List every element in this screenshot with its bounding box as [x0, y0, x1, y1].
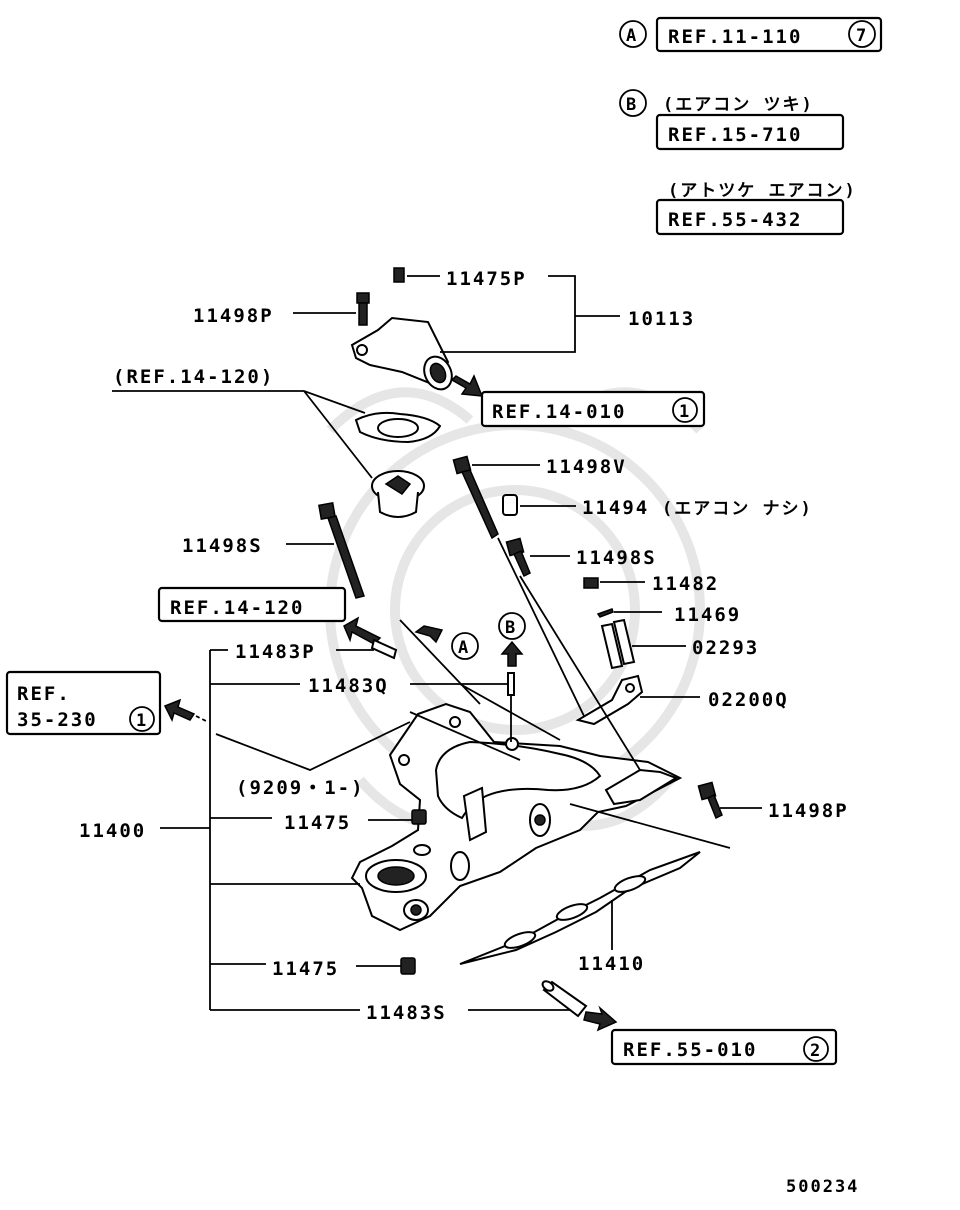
pipe-11483S — [541, 980, 588, 1018]
ref-35-230-line2: 35-230 — [17, 709, 98, 731]
bolt-11498S-left — [318, 502, 365, 599]
label-11483P: 11483P — [235, 641, 316, 663]
pin-11483Q — [507, 672, 515, 696]
marker-b-main: B — [505, 618, 517, 638]
bolt-11498P-right — [697, 781, 723, 820]
bracket-11400 — [160, 649, 360, 1011]
ref-35-230-box: REF. 35-230 1 — [5, 670, 162, 736]
clip-11482 — [583, 577, 599, 589]
dashed-leader-35-230 — [195, 715, 209, 723]
ref-55-432-text: REF.55-432 — [668, 209, 802, 231]
ref-14-120-box: REF.14-120 — [157, 586, 347, 623]
label-02293: 02293 — [692, 637, 759, 659]
bolt-11498V — [452, 455, 499, 540]
ref-14-010-circle: 1 — [679, 402, 691, 422]
marker-a-label: A — [626, 26, 638, 46]
pins-02293 — [600, 618, 636, 670]
label-11498S-left: 11498S — [182, 535, 263, 557]
arrow-to-ref-14-010 — [450, 374, 484, 397]
header-ref-b: B (エアコン ツキ) REF.15-710 — [619, 89, 845, 151]
arrow-to-ref-35-230 — [163, 698, 196, 723]
label-11475-bottom: 11475 — [272, 958, 339, 980]
bracket-02200Q — [575, 674, 644, 726]
ref-55-010-text: REF.55-010 — [623, 1039, 757, 1061]
plug-11475-bottom — [400, 957, 416, 975]
label-11400: 11400 — [79, 820, 146, 842]
label-11494: 11494 — [582, 497, 649, 519]
arrow-to-marker-a — [414, 625, 444, 644]
label-11482: 11482 — [652, 573, 719, 595]
ref-35-230-line1: REF. — [17, 683, 71, 705]
leader-10113 — [440, 275, 620, 353]
leader-ref-14-120-note — [112, 390, 373, 479]
ref-14-010-box: REF.14-010 1 — [480, 390, 706, 428]
arrow-to-marker-b — [500, 640, 524, 667]
date-note: (9209・1-) — [236, 777, 365, 799]
label-11483S: 11483S — [366, 1002, 447, 1024]
note-aircon-with: (エアコン ツキ) — [663, 95, 814, 115]
header-ref-a: A REF.11-110 7 — [619, 16, 883, 53]
label-10113: 10113 — [628, 308, 695, 330]
thermostat-gasket — [354, 411, 442, 444]
label-11498P-right: 11498P — [768, 800, 849, 822]
seal-11469 — [596, 608, 614, 618]
label-11498S-right: 11498S — [576, 547, 657, 569]
label-11498P-top: 11498P — [193, 305, 274, 327]
label-11475P: 11475P — [446, 268, 527, 290]
ref-35-230-circle: 1 — [136, 711, 148, 731]
note-aircon-without: (エアコン ナシ) — [662, 499, 813, 519]
header-ref-c: (アトツケ エアコン) REF.55-432 — [655, 181, 857, 236]
marker-b-label: B — [626, 95, 638, 115]
label-11469: 11469 — [674, 604, 741, 626]
plug-11475-mid — [411, 809, 427, 825]
alignment-lines — [215, 537, 731, 849]
diagram-id: 500234 — [786, 1177, 859, 1197]
water-outlet-fitting — [350, 267, 453, 391]
ref-14-010-text: REF.14-010 — [492, 401, 626, 423]
marker-b-circle — [498, 612, 526, 640]
note-aircon-retrofit: (アトツケ エアコン) — [668, 181, 857, 201]
gasket-11410 — [459, 851, 701, 965]
ref-55-010-box: REF.55-010 2 — [610, 1028, 838, 1066]
label-02200Q: 02200Q — [708, 689, 789, 711]
bolt-11498S-right — [505, 537, 531, 578]
ref-15-710-text: REF.15-710 — [668, 124, 802, 146]
ref-55-010-circle: 2 — [810, 1041, 822, 1061]
note-ref-14-120: (REF.14-120) — [113, 366, 274, 388]
label-11475-mid: 11475 — [284, 812, 351, 834]
label-11410: 11410 — [578, 953, 645, 975]
label-11483Q: 11483Q — [308, 675, 389, 697]
ref-11-110-circle: 7 — [856, 26, 868, 46]
thermostat-housing-11400 — [350, 702, 683, 932]
arrow-to-ref-55-010 — [583, 1005, 618, 1032]
marker-a-circle — [451, 632, 479, 660]
label-11498V: 11498V — [546, 456, 627, 478]
ref-11-110-text: REF.11-110 — [668, 26, 802, 48]
cap-11494 — [502, 494, 518, 516]
thermostat — [371, 470, 425, 518]
dowel-11483P — [370, 638, 398, 660]
ref-14-120-text: REF.14-120 — [170, 597, 304, 619]
marker-a-main: A — [458, 638, 470, 658]
